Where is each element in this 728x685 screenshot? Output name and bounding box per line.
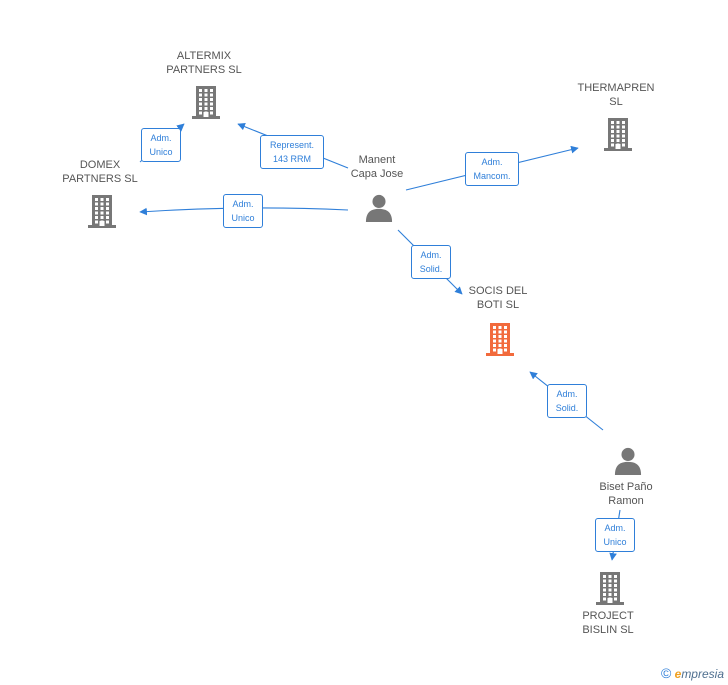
building-icon-main-socis[interactable] [485,322,515,361]
brand-logo-name: mpresia [681,667,724,681]
node-label-thermapren[interactable]: THERMAPREN SL [577,82,655,108]
node-label-socis[interactable]: SOCIS DEL BOTI SL [468,285,528,311]
edge-label-biset-to-project[interactable]: Adm. Unico [595,518,635,552]
edge-label-manent-to-thermapren[interactable]: Adm. Mancom. [465,152,519,186]
node-label-altermix[interactable]: ALTERMIX PARTNERS SL [166,50,242,76]
node-label-biset[interactable]: Biset Paño Ramon [599,481,653,507]
edge-label-manent-to-domex[interactable]: Adm. Unico [223,194,263,228]
edge-label-biset-to-socis[interactable]: Adm. Solid. [547,384,587,418]
node-label-project[interactable]: PROJECT BISLIN SL [582,610,634,636]
node-label-manent[interactable]: Manent Capa Jose [350,154,404,180]
building-icon-project[interactable] [595,571,625,610]
brand-logo-e: e [674,667,682,681]
edge-label-manent-to-socis[interactable]: Adm. Solid. [411,245,451,279]
person-icon-manent[interactable] [365,194,393,227]
building-icon-altermix[interactable] [191,85,221,124]
person-icon-biset[interactable] [614,447,642,480]
building-icon-domex[interactable] [87,194,117,233]
building-icon-thermapren[interactable] [603,117,633,156]
brand-logo: © empresia [661,665,724,681]
edge-label-manent-to-altermix[interactable]: Represent. 143 RRM [260,135,324,169]
copyright-symbol: © [660,665,672,681]
node-label-domex[interactable]: DOMEX PARTNERS SL [62,159,138,185]
edge-label-domex-to-altermix[interactable]: Adm. Unico [141,128,181,162]
